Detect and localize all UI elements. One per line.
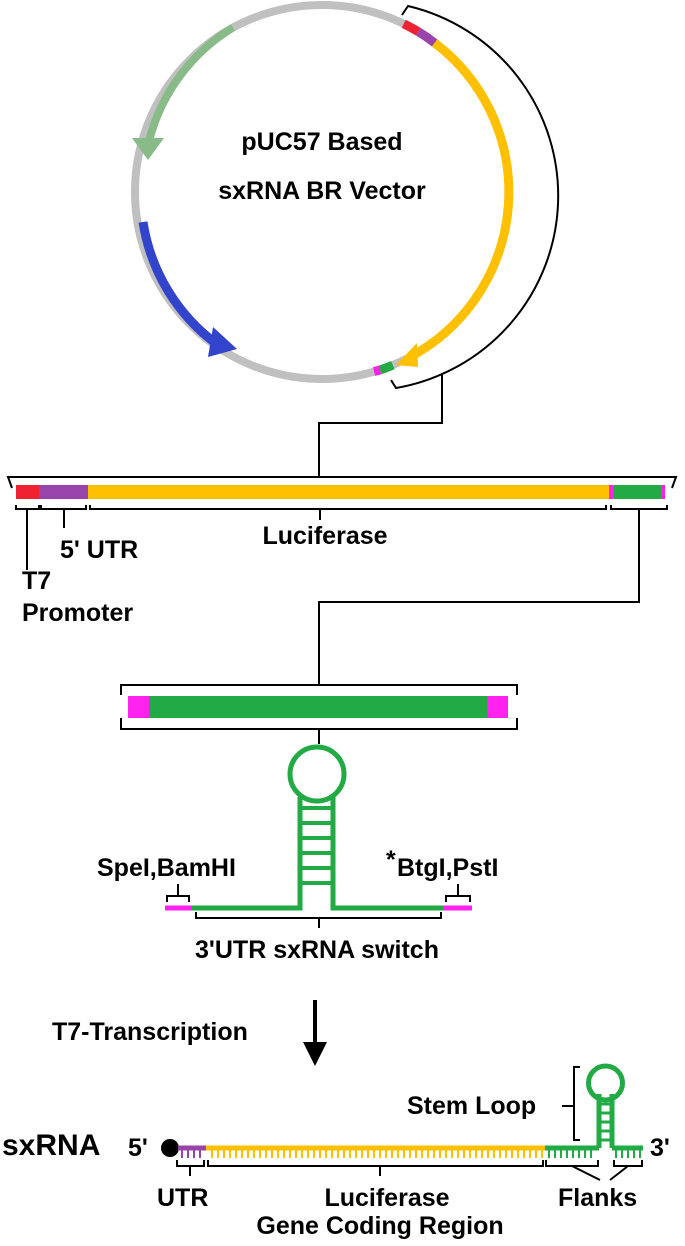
plasmid-luciferase-arc bbox=[407, 39, 514, 361]
construct-switch-bar bbox=[613, 485, 661, 499]
switch-caption-bracket bbox=[195, 912, 442, 919]
asterisk-mark: * bbox=[386, 846, 396, 874]
linear-construct: 5' UTR Luciferase T7 Promoter bbox=[6, 476, 678, 627]
plasmid-t7-promoter-arc bbox=[401, 19, 421, 36]
sxrna-name: sxRNA bbox=[2, 1129, 100, 1162]
plasmid-title-line1: pUC57 Based bbox=[241, 128, 402, 156]
construct-luciferase-bar bbox=[88, 485, 609, 499]
cassette-site-left bbox=[128, 696, 149, 718]
transcription-arrowhead bbox=[303, 1042, 327, 1066]
plasmid-switch-arc bbox=[378, 360, 395, 375]
stem-loop-bracket bbox=[573, 1066, 580, 1141]
construct-t7-bracket bbox=[15, 505, 40, 510]
sxrna-utr-label: UTR bbox=[157, 1184, 208, 1212]
construct-utr-bar bbox=[39, 485, 88, 499]
construct-utr-bracket bbox=[40, 505, 87, 510]
transcription-step: T7-Transcription bbox=[52, 1000, 327, 1066]
flank-left-bracket bbox=[545, 1160, 599, 1167]
connector-plasmid-to-construct bbox=[318, 375, 443, 476]
plasmid-bracket-arc bbox=[390, 4, 560, 390]
sxrna-luciferase-bracket bbox=[207, 1160, 544, 1167]
construct-site-right-bar bbox=[661, 485, 665, 499]
plasmid-site-arc bbox=[372, 365, 382, 376]
gene-coding-region-label: Gene Coding Region bbox=[256, 1212, 503, 1240]
stem-loop-switch: SpeI,BamHI * BtgI,PstI 3'UTR sxRNA switc… bbox=[97, 744, 498, 964]
five-prime-cap bbox=[161, 1139, 179, 1157]
cassette-site-right bbox=[487, 696, 508, 718]
transcription-label: T7-Transcription bbox=[52, 1018, 248, 1046]
construct-t7-promoter-bar bbox=[16, 485, 39, 499]
sxrna-transcript: sxRNA 5' 3' bbox=[2, 1063, 670, 1240]
plasmid-sage-feature-arc bbox=[145, 24, 236, 142]
sxrna-luciferase-label: Luciferase bbox=[324, 1184, 449, 1212]
construct-switch-bracket bbox=[610, 505, 668, 510]
right-sites-label: BtgI,PstI bbox=[397, 854, 498, 882]
stem-loop-label: Stem Loop bbox=[407, 1092, 536, 1120]
right-sites-bracket bbox=[445, 895, 471, 902]
utr-ticks bbox=[181, 1148, 201, 1158]
plasmid-title-line2: sxRNA BR Vector bbox=[218, 177, 426, 205]
construct-t7-label: T7 bbox=[22, 567, 51, 595]
flanks-label: Flanks bbox=[558, 1184, 637, 1212]
cassette-bracket bbox=[120, 684, 518, 695]
left-sites-bracket bbox=[166, 895, 190, 902]
construct-utr-label: 5' UTR bbox=[60, 536, 138, 564]
switch-cassette bbox=[120, 684, 518, 744]
switch-stem-rungs bbox=[300, 806, 333, 885]
construct-promoter-label: Promoter bbox=[22, 599, 133, 627]
transcript-stem-rungs bbox=[599, 1102, 612, 1142]
plasmid-utr-arc bbox=[416, 27, 438, 47]
left-sites-label: SpeI,BamHI bbox=[97, 854, 236, 882]
flank-right-bracket bbox=[613, 1160, 643, 1167]
switch-ticks bbox=[548, 1148, 641, 1158]
luciferase-ticks bbox=[211, 1148, 543, 1158]
five-prime-label: 5' bbox=[128, 1134, 148, 1162]
switch-loop bbox=[287, 744, 347, 804]
construct-luciferase-bracket bbox=[89, 505, 607, 510]
plasmid-map: pUC57 Based sxRNA BR Vector bbox=[131, 1, 560, 390]
sage-feature-arrowhead bbox=[132, 138, 164, 160]
transcript-loop bbox=[586, 1063, 625, 1103]
blue-feature-arrowhead bbox=[208, 327, 237, 357]
three-prime-label: 3' bbox=[650, 1134, 670, 1162]
switch-caption: 3'UTR sxRNA switch bbox=[195, 936, 439, 964]
switch-backbone bbox=[192, 797, 443, 911]
luciferase-arrowhead bbox=[396, 343, 418, 367]
cassette-switch-body bbox=[149, 696, 487, 718]
sxrna-utr-bracket bbox=[176, 1160, 205, 1167]
connector-construct-to-switch bbox=[318, 509, 640, 684]
plasmid-blue-feature-arc bbox=[138, 221, 221, 349]
construct-bracket bbox=[6, 476, 678, 489]
cassette-bracket-bottom bbox=[120, 718, 518, 730]
construct-luciferase-label: Luciferase bbox=[262, 522, 387, 550]
construct-site-left-bar bbox=[609, 485, 613, 499]
